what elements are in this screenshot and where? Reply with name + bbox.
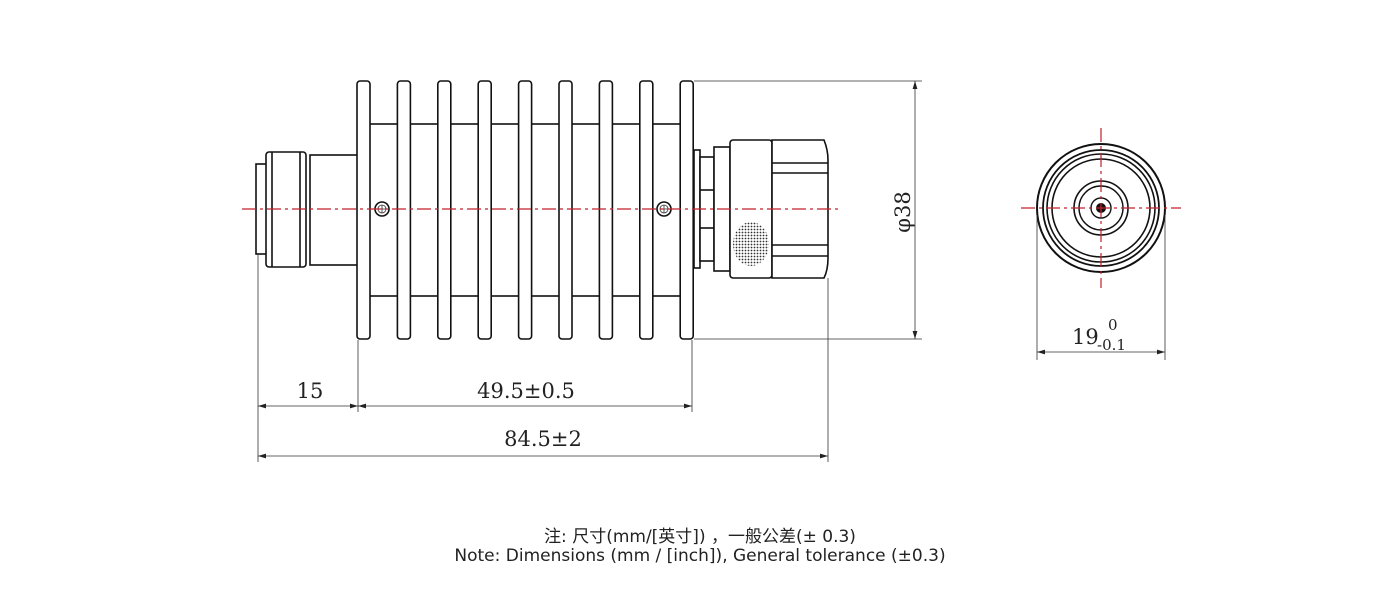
dim-overall-length: 84.5±2: [504, 427, 582, 451]
knurl-patch: [733, 222, 769, 266]
side-view: φ38 15 49.5±0.5 84.5±2: [242, 80, 922, 462]
heatsink-body: [356, 80, 695, 340]
heatsink-fin: [356, 80, 371, 340]
end-view: 19 0 -0.1: [1021, 128, 1181, 360]
heatsink-fins: [356, 80, 695, 340]
heatsink-fin: [477, 80, 493, 340]
heatsink-fin: [436, 80, 452, 340]
heatsink-fin: [598, 80, 614, 340]
dim-diameter: φ38: [891, 191, 915, 232]
note-chinese: 注: 尺寸(mm/[英寸]) ，一般公差(± 0.3): [544, 527, 856, 547]
dim-width-lower-tol: -0.1: [1097, 336, 1126, 354]
dim-width-nominal: 19: [1072, 325, 1099, 349]
heatsink-fin: [679, 80, 695, 340]
heatsink-fin: [558, 80, 573, 340]
heatsink-fin: [517, 80, 533, 340]
note-english: Note: Dimensions (mm / [inch]), General …: [454, 546, 946, 566]
dim-connector-length: 15: [297, 379, 324, 403]
heatsink-fin: [396, 80, 412, 340]
heatsink-fin: [638, 80, 654, 340]
dim-body-length: 49.5±0.5: [477, 379, 575, 403]
dim-width-upper-tol: 0: [1108, 316, 1118, 334]
